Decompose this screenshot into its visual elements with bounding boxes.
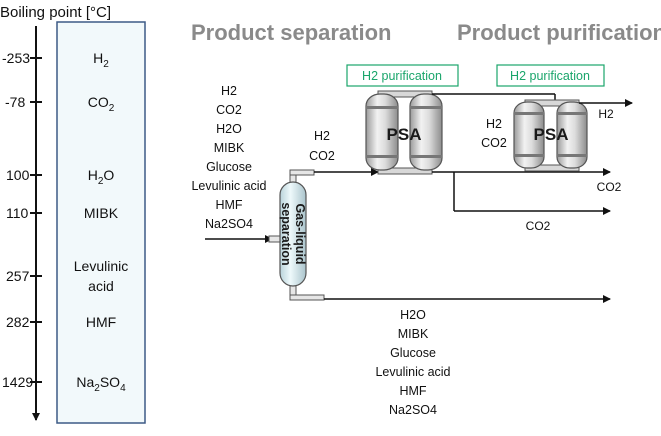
compound-label: HMF xyxy=(86,314,116,330)
compound-label: MIBK xyxy=(84,205,119,221)
compound-label: H2 xyxy=(93,50,109,70)
axis-tick-label: -253 xyxy=(2,50,30,66)
liquid-item: H2O xyxy=(400,308,426,322)
separator-label-line2: separation xyxy=(279,202,293,265)
compound-list: H2 CO2 H2O MIBK Levulinic acid HMF Na2SO… xyxy=(74,50,128,394)
psa2-vessel-left xyxy=(513,101,545,169)
psa2-purification-label-box xyxy=(496,64,605,87)
liquid-item: MIBK xyxy=(398,327,429,341)
psa-manifold-bottom xyxy=(377,167,433,175)
psa-unit-1: H2 purification PSA xyxy=(346,64,459,175)
heading-separation: Product separation xyxy=(191,20,391,45)
psa2-label: PSA xyxy=(534,125,569,144)
separator-vessel xyxy=(279,181,307,287)
feed-item: CO2 xyxy=(216,103,242,117)
separator-label: Gas-liquidseparation xyxy=(279,202,307,265)
separator-top-nozzle-h xyxy=(289,169,315,176)
co2-lower-label: CO2 xyxy=(526,219,551,233)
gas-stream-co2: CO2 xyxy=(309,149,335,163)
psa-band xyxy=(366,106,398,109)
heading-purification: Product purification xyxy=(457,20,661,45)
feed-item: H2O xyxy=(216,122,242,136)
liquid-list: H2O MIBK Glucose Levulinic acid HMF Na2S… xyxy=(375,308,450,417)
axis-tick-label: 257 xyxy=(6,268,30,284)
axis-tick-label: 110 xyxy=(6,205,29,221)
psa2-band xyxy=(557,112,587,115)
compound-label: CO2 xyxy=(88,94,115,114)
psa-purification-label: H2 purification xyxy=(362,69,442,83)
psa-vessel-right xyxy=(409,93,443,171)
liquid-item: Na2SO4 xyxy=(389,403,437,417)
axis-tick-label: 1429 xyxy=(2,374,33,390)
separator-bottom-nozzle-h xyxy=(289,294,325,301)
liquid-item: Levulinic acid xyxy=(375,365,450,379)
gas-stream-h2: H2 xyxy=(314,129,330,143)
compound-box xyxy=(56,21,146,424)
feed-item: H2 xyxy=(221,84,237,98)
feed-item: HMF xyxy=(215,198,242,212)
psa2-band xyxy=(514,112,544,115)
psa-label: PSA xyxy=(387,125,422,144)
feed-item: Levulinic acid xyxy=(191,179,266,193)
axis-tick-label: 100 xyxy=(6,167,30,183)
axis-tick-label: -78 xyxy=(5,94,25,110)
psa-purification-label-box xyxy=(346,64,459,87)
psa2-input-co2: CO2 xyxy=(481,136,507,150)
psa2-purification-label: H2 purification xyxy=(510,69,590,83)
psa2-input-h2: H2 xyxy=(486,117,502,131)
axis-ticks: -253 -78 100 110 257 282 1429 xyxy=(2,50,42,390)
psa2-band xyxy=(557,154,587,157)
axis-tick-label: 282 xyxy=(6,314,30,330)
psa-band xyxy=(410,106,442,109)
feed-item: MIBK xyxy=(214,141,245,155)
axis-title: Boiling point [°C] xyxy=(0,4,111,21)
compound-label-line2: acid xyxy=(88,278,114,294)
separator-label-line1: Gas-liquid xyxy=(293,203,307,264)
compound-label: Levulinic xyxy=(74,258,128,274)
psa-band xyxy=(366,155,398,158)
psa-unit-2: H2 purification PSA xyxy=(496,64,605,172)
psa-band xyxy=(410,155,442,158)
compound-label: Na2SO4 xyxy=(76,374,126,394)
compound-label: H2O xyxy=(88,167,115,187)
liquid-item: Glucose xyxy=(390,346,436,360)
psa2-band xyxy=(514,154,544,157)
h2-output-label: H2 xyxy=(598,107,614,121)
co2-upper-label: CO2 xyxy=(597,180,622,194)
liquid-item: HMF xyxy=(399,384,426,398)
feed-item: Na2SO4 xyxy=(205,217,253,231)
feed-item: Glucose xyxy=(206,160,252,174)
psa2-vessel-right xyxy=(556,101,588,169)
psa-vessel-left xyxy=(365,93,399,171)
gas-liquid-separator: Gas-liquidseparation xyxy=(268,169,325,301)
feed-list: H2 CO2 H2O MIBK Glucose Levulinic acid H… xyxy=(191,84,266,231)
